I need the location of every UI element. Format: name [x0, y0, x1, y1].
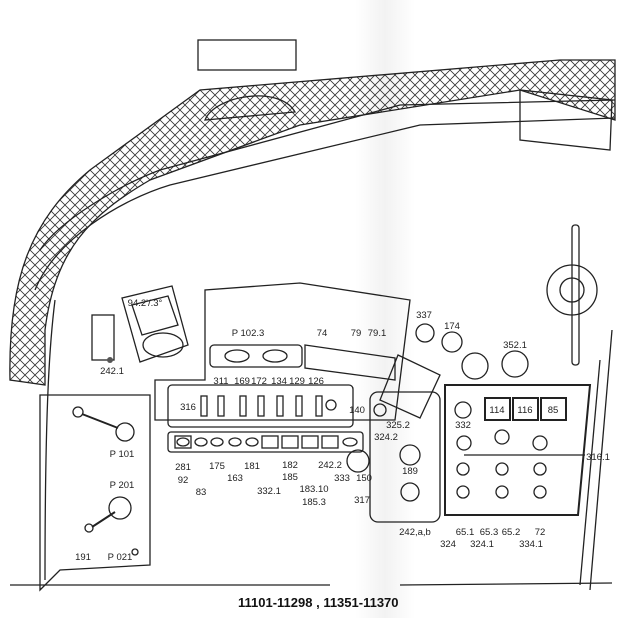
socket-352-1 — [501, 350, 529, 378]
label: 79.1 — [368, 328, 387, 339]
label: 85 — [548, 405, 559, 416]
label: 182 — [282, 460, 298, 471]
label: P 101 — [110, 449, 135, 460]
label: 333 — [334, 473, 350, 484]
brake-valve[interactable] — [379, 354, 441, 419]
lever-p101[interactable] — [72, 406, 135, 442]
button-row — [167, 431, 364, 453]
label: 189 — [402, 466, 418, 477]
cab-roof — [9, 39, 616, 386]
lamp-174 — [441, 331, 463, 353]
rotary-switches[interactable] — [456, 429, 548, 499]
label: 83 — [196, 487, 207, 498]
label: P 021 — [108, 552, 133, 563]
part-labels: 94.2'/.3° 242.1 P 102.3 74 79 79.1 337 1… — [75, 298, 610, 563]
label: 65.3 — [480, 527, 499, 538]
label: 65.1 — [456, 527, 475, 538]
button-189[interactable] — [399, 444, 421, 466]
label: 332.1 — [257, 486, 281, 497]
label: 332 — [455, 420, 471, 431]
label: 316 — [180, 402, 196, 413]
label: 311 — [213, 376, 228, 387]
label: 174 — [444, 321, 460, 332]
label: 181 — [244, 461, 260, 472]
switch-block-74-79 — [304, 344, 396, 381]
switch-panel — [167, 384, 354, 428]
label: 242.2 — [318, 460, 342, 471]
label: 74 — [317, 328, 328, 339]
label: 129 — [289, 376, 305, 387]
label: 185.3 — [302, 497, 326, 508]
label: 140 — [349, 405, 365, 416]
label: 324.1 — [470, 539, 494, 550]
label: 352.1 — [503, 340, 527, 351]
label: 94.2'/.3° — [128, 298, 163, 309]
key-switch-242[interactable] — [400, 482, 420, 502]
label: 185 — [282, 472, 298, 483]
label: 324.2 — [374, 432, 398, 443]
label: 334.1 — [519, 539, 543, 550]
label: 79 — [351, 328, 362, 339]
label: 163 — [227, 473, 243, 484]
label: P 102.3 — [232, 328, 265, 339]
gauge-p102-3 — [209, 344, 303, 368]
label: 134 — [271, 376, 287, 387]
label: 191 — [75, 552, 91, 563]
label: 242,a,b — [399, 527, 431, 538]
label: 92 — [178, 475, 189, 486]
label: 72 — [535, 527, 546, 538]
label: 65.2 — [502, 527, 521, 538]
toggle-switches[interactable] — [200, 395, 337, 417]
label: 317 — [354, 495, 370, 506]
label: P 201 — [110, 480, 135, 491]
instrument-94-2 — [91, 285, 189, 363]
label: 126 — [308, 376, 324, 387]
left-subpanel — [369, 391, 441, 523]
label: 281 — [175, 462, 191, 473]
label: 324 — [440, 539, 456, 550]
indicator-buttons[interactable] — [174, 435, 358, 449]
right-subpanel — [444, 384, 592, 516]
label: 150 — [356, 473, 372, 484]
label: 325.2 — [386, 420, 410, 431]
serial-range-caption: 11101-11298 , 11351-11370 — [238, 595, 399, 610]
label: 114 — [489, 405, 504, 416]
handbrake-wheel — [546, 224, 598, 366]
knob-150[interactable] — [346, 449, 370, 473]
label: 337 — [416, 310, 432, 321]
label: 316.1 — [586, 452, 610, 463]
lever-p201[interactable] — [84, 496, 132, 533]
label: 183.10 — [299, 484, 328, 495]
label: 116 — [517, 405, 532, 416]
label: 175 — [209, 461, 225, 472]
socket-337 — [415, 323, 435, 343]
label: 169 — [234, 376, 250, 387]
label: 242.1 — [100, 366, 124, 377]
lever-panel — [39, 394, 151, 592]
label: 172 — [251, 376, 267, 387]
